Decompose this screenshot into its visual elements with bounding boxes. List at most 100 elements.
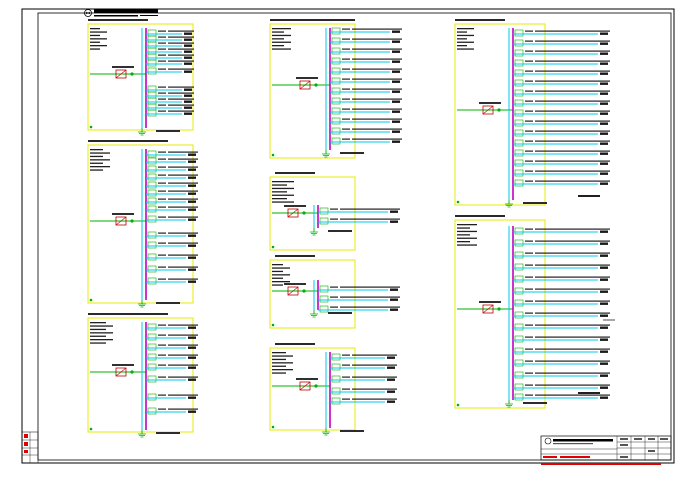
panel-reference-label	[328, 230, 352, 232]
feeder-breaker-icon	[331, 375, 341, 383]
feeder-cable-spec	[535, 140, 610, 142]
panel-p6	[269, 255, 400, 329]
feeder-load-label	[188, 234, 196, 237]
feeder-breaker-icon	[319, 285, 329, 293]
feeder-row	[146, 103, 194, 111]
feeder-breaker-icon	[147, 363, 157, 371]
feeder-row	[146, 241, 198, 249]
breaker-symbol-icon	[287, 286, 299, 296]
feeder-breaker-icon	[514, 49, 524, 57]
feeder-breaker-icon	[514, 251, 524, 259]
feeder-cable-spec	[352, 118, 402, 120]
feeder-load-label	[184, 62, 192, 65]
feeder-row	[513, 59, 610, 67]
feeder-breaker-icon	[147, 35, 157, 43]
breaker-slash	[287, 286, 299, 296]
panel-desc-line	[272, 181, 294, 183]
feeder-breaker-rating	[158, 104, 166, 106]
feeder-row	[330, 363, 397, 371]
panel-desc-line	[90, 38, 107, 40]
feeder-cable-spec	[535, 30, 610, 32]
feeder-row	[146, 85, 194, 93]
panel-desc-line	[272, 194, 294, 196]
feeder-row	[513, 335, 610, 343]
breaker-symbol-icon	[115, 69, 127, 79]
panel-desc-line	[90, 48, 100, 50]
feeder-row	[513, 79, 610, 87]
feeder-load-label	[188, 326, 196, 329]
feeder-breaker-icon	[147, 189, 157, 197]
feeder-row	[513, 275, 610, 283]
feeder-cable-spec	[535, 180, 610, 182]
panel-desc-line	[272, 198, 287, 200]
feeder-load-label	[188, 268, 196, 271]
feeder-breaker-icon	[147, 197, 157, 205]
feeder-cable-spec	[168, 216, 198, 218]
feeder-load-label	[600, 290, 608, 293]
feeder-breaker-icon	[147, 97, 157, 105]
breaker-symbol-icon	[299, 80, 311, 90]
feeder-breaker-rating	[525, 130, 533, 132]
feeder-row	[513, 129, 610, 137]
feeder-row	[330, 87, 402, 95]
feeder-cable-spec	[340, 286, 400, 288]
feeder-breaker-icon	[147, 323, 157, 331]
feeder-cable-spec	[352, 354, 397, 356]
feeder-breaker-rating	[158, 376, 166, 378]
panel-desc-line	[457, 230, 477, 233]
feeder-row	[513, 29, 610, 37]
feeder-breaker-rating	[525, 288, 533, 290]
ground-symbol-icon	[322, 153, 330, 158]
feeder-breaker-rating	[158, 216, 166, 218]
feeder-breaker-rating	[525, 336, 533, 338]
panel-reference-label	[156, 302, 180, 304]
panel-heading	[88, 313, 168, 315]
feeder-breaker-rating	[158, 158, 166, 160]
feeder-load-label	[600, 82, 608, 85]
feeder-breaker-icon	[514, 59, 524, 67]
feeder-cable-spec	[535, 394, 610, 396]
feeder-breaker-icon	[331, 137, 341, 145]
panel-desc-line	[272, 38, 284, 40]
feeder-breaker-icon	[147, 59, 157, 67]
feeder-breaker-icon	[319, 295, 329, 303]
feeder-load-label	[600, 172, 608, 175]
feeder-breaker-icon	[147, 215, 157, 223]
feeder-breaker-icon	[514, 109, 524, 117]
breaker-symbol-icon	[115, 216, 127, 226]
panel-desc-line	[90, 342, 106, 344]
feeder-cable-spec	[352, 108, 402, 110]
feeder-load-label	[188, 208, 196, 211]
feeder-breaker-rating	[525, 120, 533, 122]
feeder-load-label	[184, 112, 192, 115]
panel-desc-line	[90, 41, 100, 43]
panel-p4	[269, 19, 402, 159]
feeder-row	[330, 97, 402, 105]
panel-heading	[88, 140, 168, 142]
feeder-load-label	[392, 60, 400, 63]
feeder-breaker-icon	[514, 149, 524, 157]
feeder-breaker-rating	[158, 232, 166, 234]
panel-desc-line	[457, 227, 470, 229]
feeder-breaker-rating	[525, 100, 533, 102]
feeder-load-label	[600, 92, 608, 95]
panel-desc-line	[272, 267, 290, 269]
feeder-row	[146, 189, 198, 197]
feeder-breaker-rating	[525, 50, 533, 52]
feeder-row	[513, 263, 610, 271]
feeder-load-label	[184, 100, 192, 103]
feeder-breaker-icon	[147, 53, 157, 61]
feeder-row	[146, 47, 194, 55]
feeder-breaker-icon	[147, 67, 157, 75]
feeder-row	[146, 265, 198, 273]
feeder-breaker-rating	[158, 242, 166, 244]
panel-heading	[275, 172, 315, 174]
feeder-load-label	[600, 266, 608, 269]
feeder-cable-spec	[535, 160, 610, 162]
panel-marker	[89, 298, 93, 302]
feeder-breaker-icon	[147, 253, 157, 261]
panel-reference-label	[523, 402, 547, 404]
feeder-row	[513, 149, 610, 157]
panel-desc-line	[90, 325, 113, 327]
feeder-row	[146, 363, 198, 371]
